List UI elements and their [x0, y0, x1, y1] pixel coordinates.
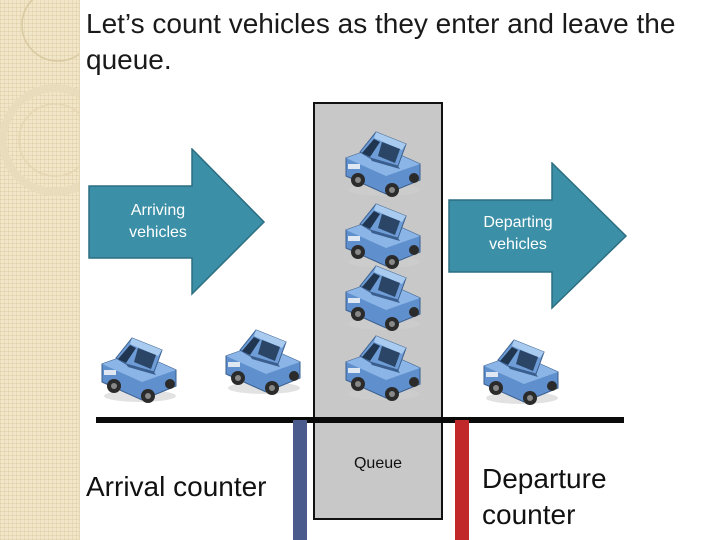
car-icon	[220, 322, 304, 398]
departing-vehicles-label: Departing vehicles	[483, 214, 553, 253]
car-icon	[340, 328, 424, 404]
departing-arrow	[448, 162, 628, 310]
decorative-circles	[0, 0, 79, 196]
departure-counter-label: Departure counter	[482, 463, 607, 530]
arriving-vehicles-label: Arriving vehicles	[129, 202, 187, 241]
car-icon	[340, 124, 424, 200]
car-icon	[96, 330, 180, 406]
queue-label: Queue	[353, 455, 403, 472]
car-icon	[478, 332, 562, 408]
car-icon	[340, 258, 424, 334]
decorative-sidebar	[0, 0, 80, 540]
departure-counter-bar	[455, 420, 469, 540]
slide-title: Let’s count vehicles as they enter and l…	[86, 8, 676, 75]
ground-line	[96, 417, 624, 423]
arrival-counter-label: Arrival counter	[86, 471, 267, 502]
arriving-arrow	[88, 148, 266, 296]
arrival-counter-bar	[293, 420, 307, 540]
